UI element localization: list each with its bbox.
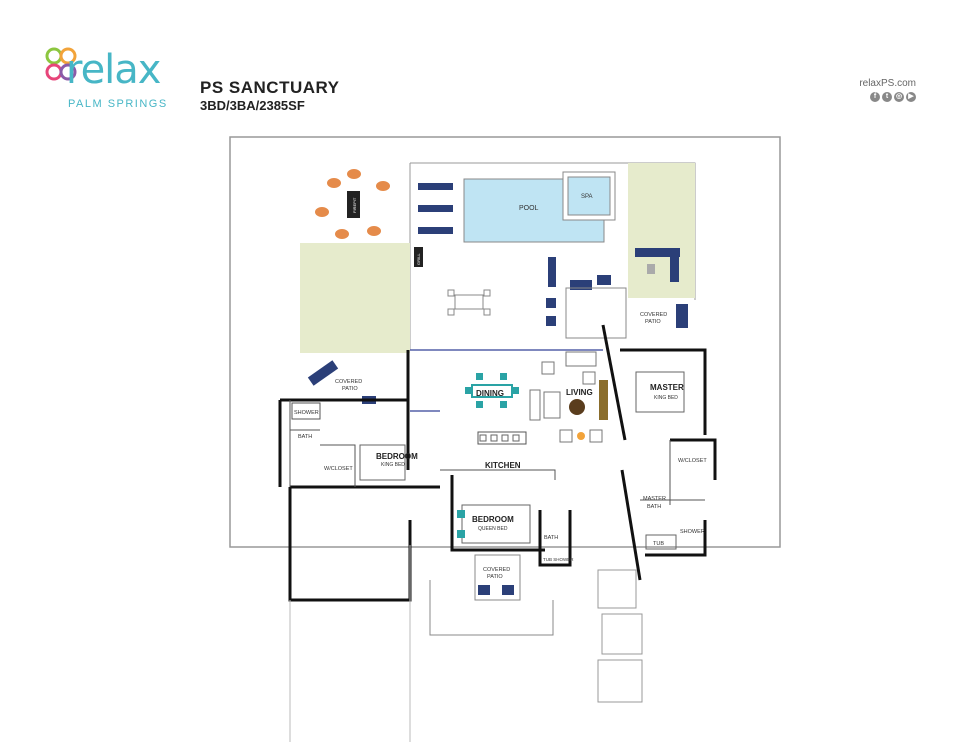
south-patio-chair-1 [478, 585, 490, 595]
living-coffee-table [569, 399, 585, 415]
youtube-icon[interactable]: ▶ [906, 92, 916, 102]
south-patio-label-1: COVERED [483, 567, 510, 573]
south-patio [474, 554, 521, 601]
house-walls [278, 348, 717, 602]
kitchen-stools [479, 434, 520, 442]
master-closet-label: W/CLOSET [678, 458, 707, 464]
bedroom1-bed-label: KING BED [381, 462, 405, 468]
property-boundary [229, 136, 781, 548]
bedroom1-label: BEDROOM [376, 452, 418, 461]
brand-tagline: PALM SPRINGS [68, 98, 168, 110]
grill [414, 247, 423, 267]
property-name: PS SANCTUARY [200, 78, 340, 97]
living-furniture [529, 351, 603, 443]
living-side-table [577, 432, 585, 440]
lawn-west [300, 243, 410, 353]
master-tub [645, 534, 677, 550]
lawn-east [628, 163, 695, 298]
property-specs: 3BD/3BA/2385SF [200, 98, 305, 113]
tub-shower-label: TUB SHOWER [543, 557, 574, 562]
bedroom2-nightstand-2 [457, 530, 465, 538]
pool-loungers [418, 183, 453, 234]
master-tub-label: TUB [653, 541, 664, 547]
brand-name: relax [66, 47, 161, 93]
firepit-label: FIREPIT [352, 197, 357, 213]
master-shower-label: SHOWER [680, 529, 705, 535]
walkway-stones [597, 569, 643, 703]
kitchen-label: KITCHEN [485, 461, 521, 470]
facebook-icon[interactable]: f [870, 92, 880, 102]
dining-table [465, 373, 519, 408]
living-label: LIVING [566, 388, 593, 397]
east-patio-label-2: PATIO [645, 319, 661, 325]
shower1-label: SHOWER [294, 410, 319, 416]
south-patio-label-2: PATIO [487, 574, 503, 580]
social-links: f t ◎ ▶ [870, 92, 916, 102]
firepit [347, 191, 360, 218]
south-garden-wall [429, 580, 554, 636]
bedroom2-label: BEDROOM [472, 515, 514, 524]
living-console [599, 380, 608, 420]
angled-wall-north [601, 324, 627, 441]
logo-mark [45, 47, 77, 81]
east-patio-label-1: COVERED [640, 312, 667, 318]
grill-label: GRILL [416, 253, 421, 265]
bedroom2-bed-label: QUEEN BED [478, 526, 508, 532]
shower1 [291, 402, 321, 420]
website-link[interactable]: relaxPS.com [859, 78, 916, 89]
master-bed-label: KING BED [654, 395, 678, 401]
bedroom2-bed [461, 504, 531, 544]
bath2-label: BATH [544, 535, 558, 541]
driveway [289, 545, 411, 742]
master-label: MASTER [650, 383, 684, 392]
west-patio-label-1: COVERED [335, 379, 362, 385]
twitter-icon[interactable]: t [882, 92, 892, 102]
east-patio-structure [565, 287, 627, 339]
master-bed [635, 371, 685, 413]
master-bath-label-1: MASTER [643, 496, 666, 502]
pool-label: POOL [519, 205, 539, 212]
outdoor-dining-table [447, 289, 491, 316]
dining-label: DINING [476, 389, 504, 398]
spa-label: SPA [581, 194, 593, 200]
south-patio-chair-2 [502, 585, 514, 595]
angled-wall-south [620, 469, 642, 581]
bath1-label: BATH [298, 434, 312, 440]
master-bath-label-2: BATH [647, 504, 661, 510]
bedroom1-closet-label: W/CLOSET [324, 466, 353, 472]
instagram-icon[interactable]: ◎ [894, 92, 904, 102]
east-patio-furniture [546, 248, 688, 328]
bedroom1-bed [359, 444, 406, 481]
bedroom2-nightstand-1 [457, 510, 465, 518]
west-patio-label-2: PATIO [342, 386, 358, 392]
firepit-area: FIREPIT [315, 169, 390, 239]
west-patio-lounger [307, 360, 339, 386]
spa [567, 176, 611, 216]
